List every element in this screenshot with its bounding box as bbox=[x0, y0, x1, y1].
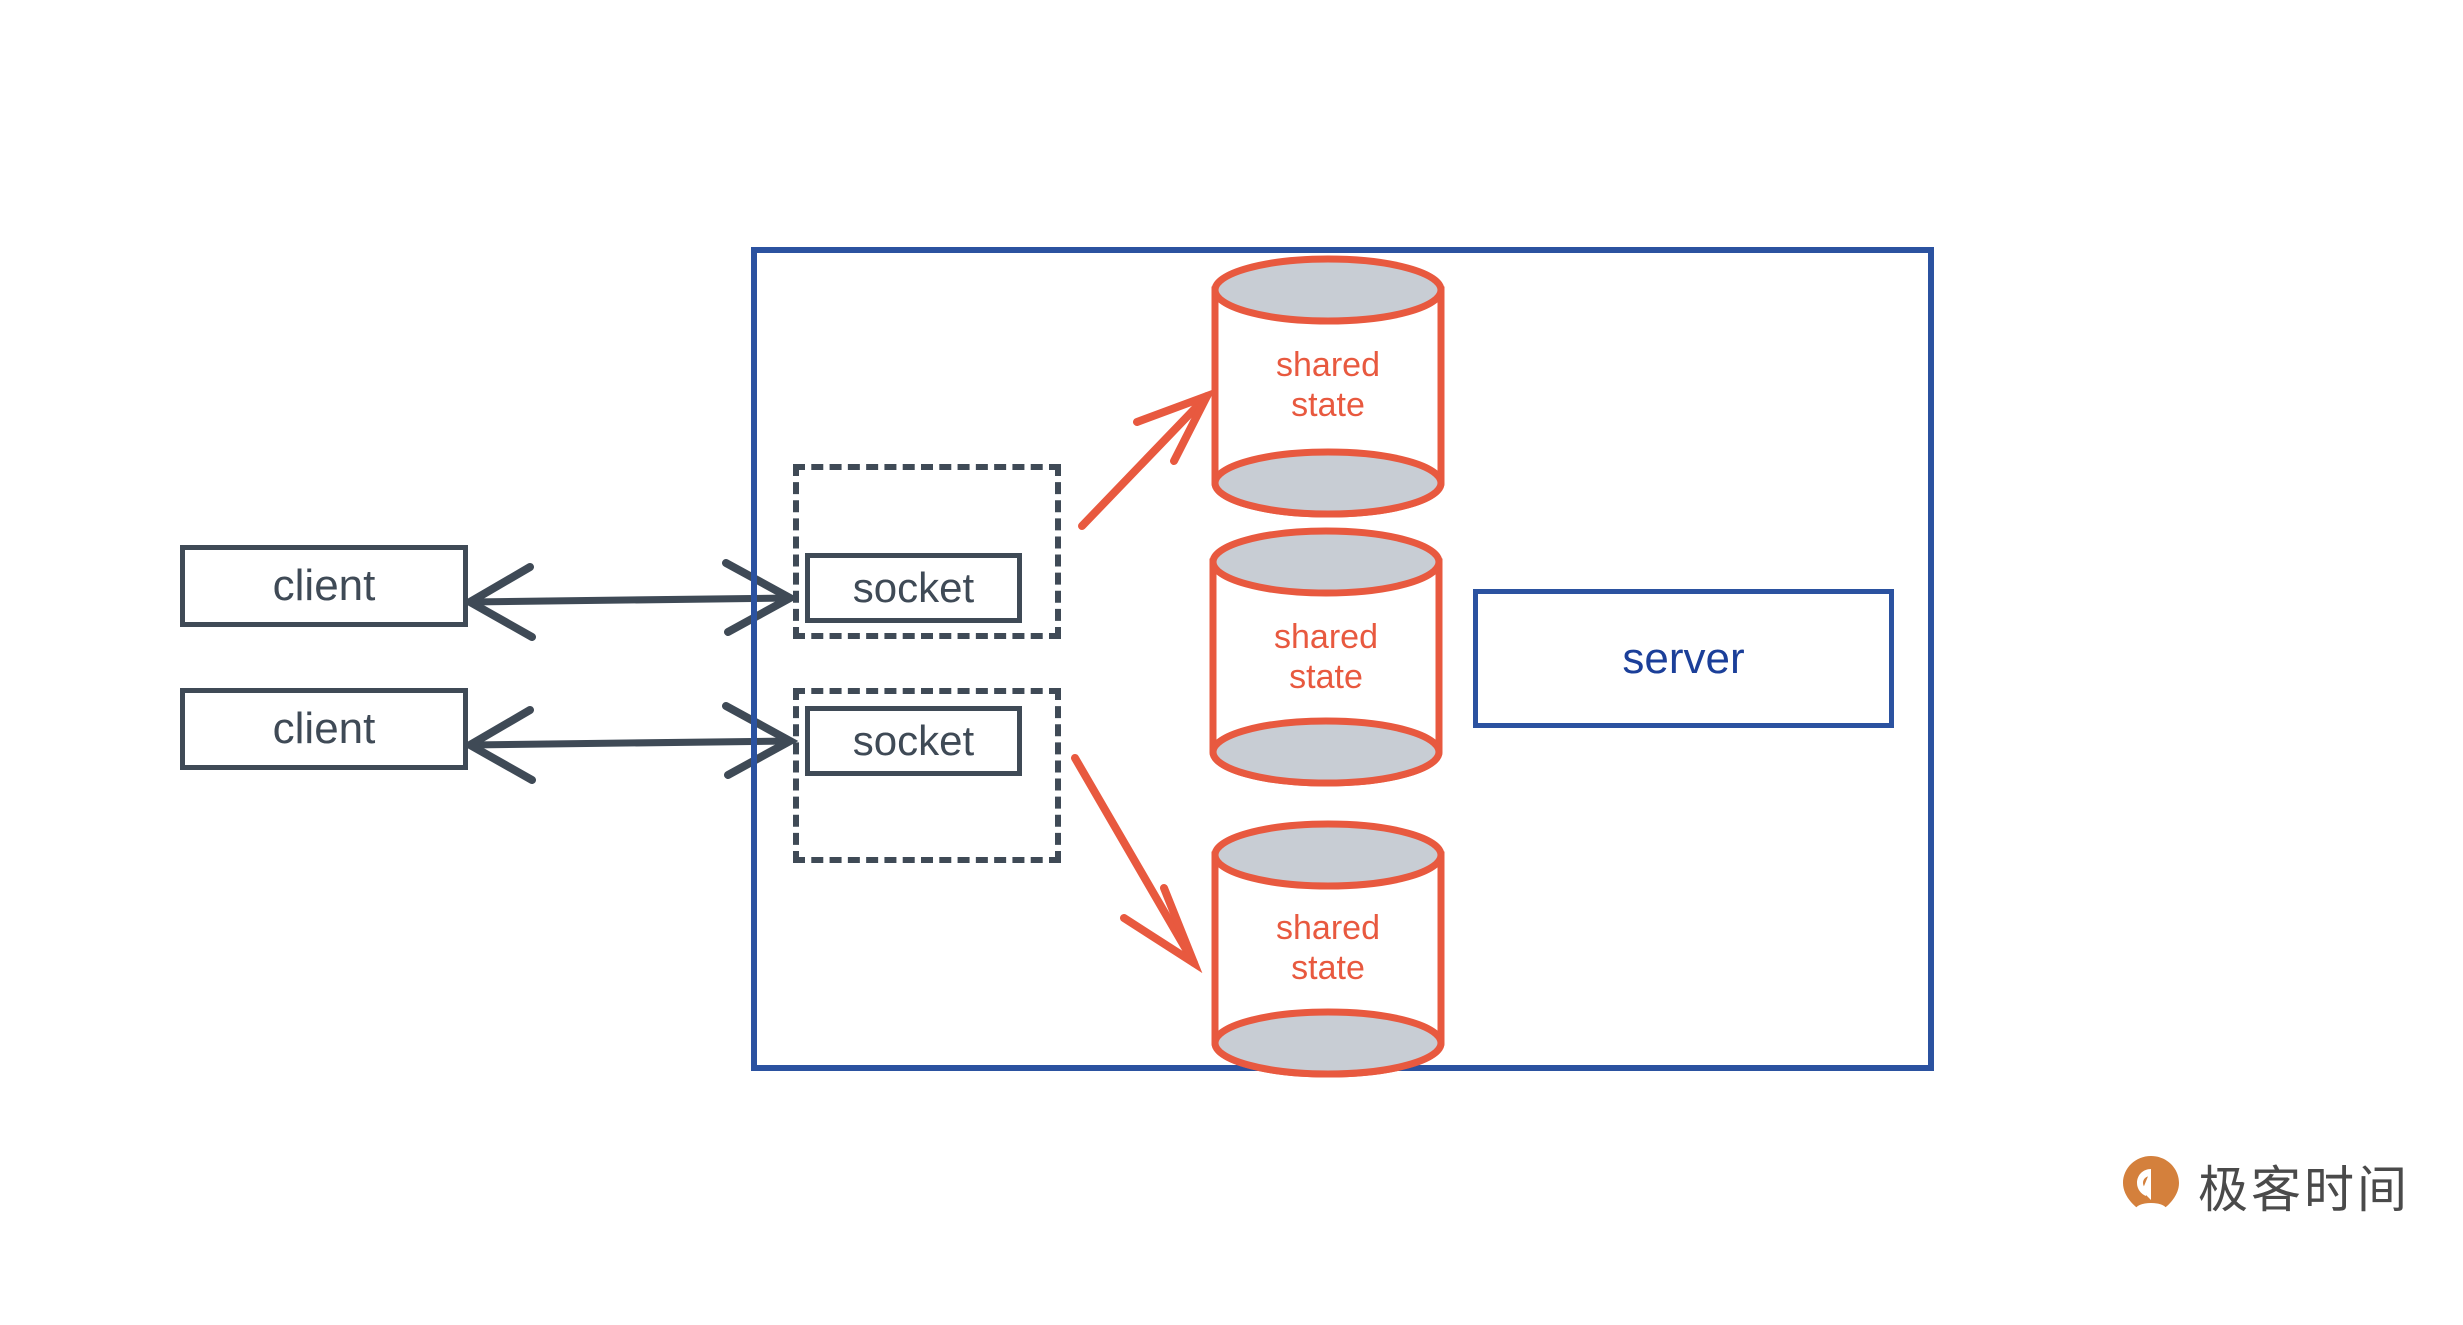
watermark-text: 极客时间 bbox=[2198, 1161, 2410, 1219]
socket-box-2[interactable] bbox=[805, 706, 1022, 776]
client-box-2[interactable] bbox=[180, 688, 468, 770]
connector-client2-socket2 bbox=[461, 702, 799, 784]
socket-frame-1 bbox=[793, 464, 1061, 639]
geektime-pin-logo-icon bbox=[2123, 1156, 2179, 1217]
connector-socket2-sharedstate3 bbox=[1071, 754, 1203, 974]
socket-frame-2 bbox=[793, 688, 1061, 863]
server-box[interactable] bbox=[1473, 589, 1894, 728]
client-box-1[interactable] bbox=[180, 545, 468, 627]
watermark: 极客时间 bbox=[2118, 1150, 2410, 1222]
shared-state-cylinder-2 bbox=[1209, 527, 1443, 787]
connector-client1-socket1 bbox=[461, 559, 799, 641]
shared-state-cylinder-1 bbox=[1211, 255, 1445, 518]
shared-state-cylinder-3 bbox=[1211, 820, 1445, 1078]
socket-box-1[interactable] bbox=[805, 553, 1022, 623]
connector-socket1-sharedstate1 bbox=[1078, 388, 1216, 530]
